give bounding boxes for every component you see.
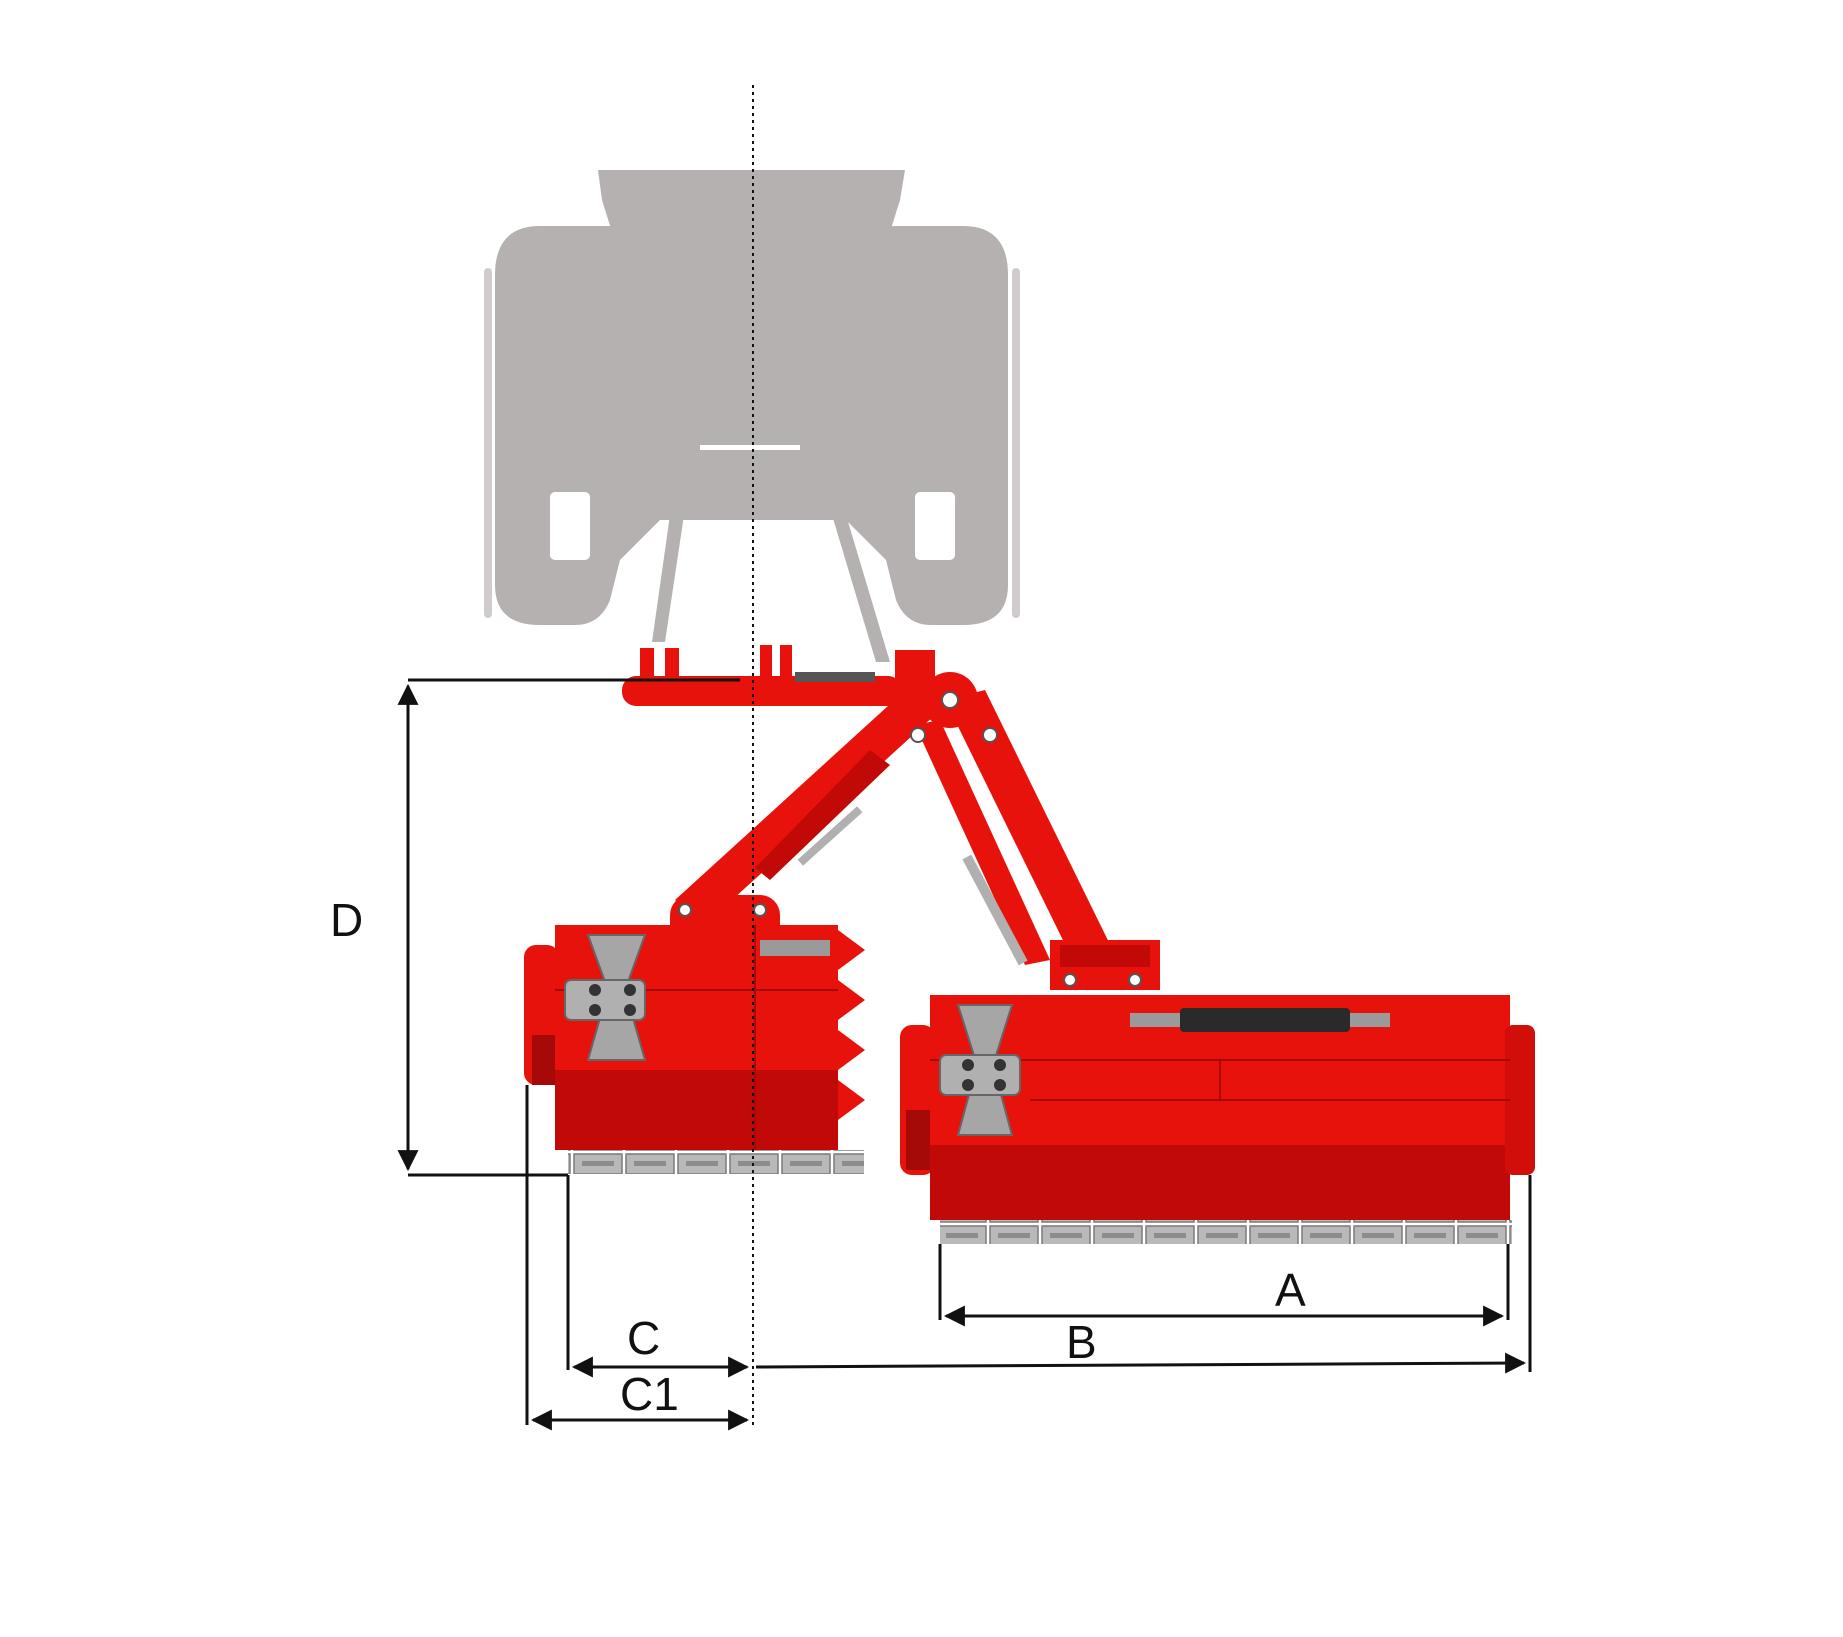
left-rear-wheel <box>495 226 660 625</box>
label-a: A <box>1275 1264 1306 1316</box>
flail-mower <box>524 645 1535 1244</box>
label-c1: C1 <box>620 1368 679 1420</box>
left-wheel-window <box>550 492 590 560</box>
tractor-silhouette <box>484 170 1020 662</box>
dimension-b-line <box>755 1352 1527 1374</box>
label-c: C <box>627 1312 660 1364</box>
secondary-arm <box>945 690 1125 985</box>
label-d: D <box>330 894 363 946</box>
main-arm <box>675 695 935 920</box>
mower-head-left <box>524 925 865 1174</box>
right-rear-wheel <box>846 226 1008 625</box>
mower-head-right <box>900 995 1535 1244</box>
right-wheel-window <box>915 492 955 560</box>
label-b: B <box>1066 1316 1097 1368</box>
hitch-frame <box>622 676 902 706</box>
dimension-lines <box>397 678 1532 1431</box>
